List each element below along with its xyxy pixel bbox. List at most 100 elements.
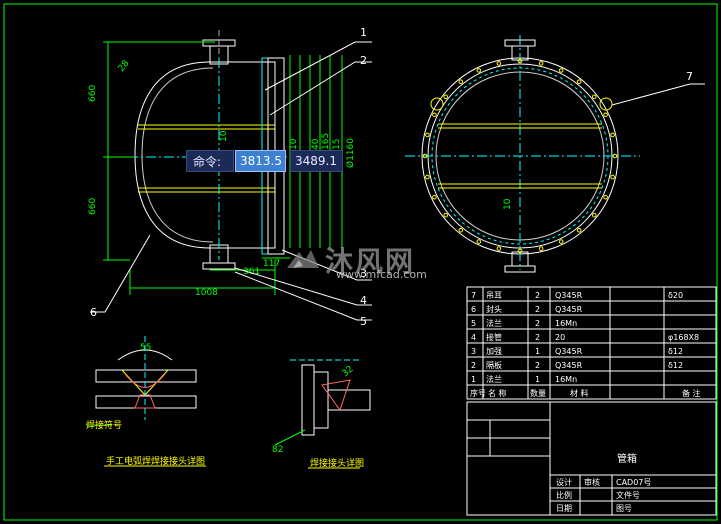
coordinate-y-input[interactable]: 3489.1 (290, 150, 343, 172)
drawing-border (3, 3, 718, 521)
bolt-hole (610, 132, 615, 138)
callout-7: 7 (686, 70, 693, 83)
tb-r3-c: 图号 (616, 504, 632, 513)
tb-r1-a: 设计 (556, 477, 572, 487)
bom-cell-qty: 2 (535, 291, 540, 300)
bom-cell-qty: 1 (535, 375, 540, 384)
bolt-hole (443, 94, 449, 100)
bolt-hole (476, 239, 482, 244)
bom-header-qty: 数量 (530, 388, 546, 398)
bolt-hole (496, 61, 502, 66)
head-outline (134, 61, 211, 249)
bolt-hole (425, 174, 430, 180)
bom-header-no: 序号 (470, 388, 486, 398)
bolt-hole (610, 174, 615, 180)
right-detail-title: 焊接接头详图 (310, 457, 364, 469)
watermark-title: 沐风网 (325, 245, 416, 278)
bom-cell-material: Q345R (555, 361, 583, 370)
dim-660-bottom: 660 (88, 198, 98, 215)
tb-r1-c: CAD07号 (616, 478, 651, 487)
bolt-hole (458, 79, 464, 84)
bolt-hole (576, 228, 582, 233)
bom-cell-no: 7 (471, 291, 476, 300)
bolt-hole (558, 68, 564, 73)
bom-header-spec: 备 注 (682, 388, 701, 398)
watermark-url: www.mfcad.com (336, 268, 427, 281)
bom-cell-material: 16Mn (555, 319, 577, 328)
dim-40: 40 (311, 138, 321, 150)
dim-117: 117 (263, 259, 280, 269)
bom-cell-spec: δ12 (668, 347, 683, 356)
bom-cell-qty: 2 (535, 333, 540, 342)
bom-cell-name: 封头 (486, 304, 502, 314)
bom-cell-spec: δ20 (668, 291, 683, 300)
bom-cell-no: 1 (471, 375, 476, 384)
callout-leaders (90, 41, 705, 321)
bom-cell-spec: φ168X8 (668, 333, 699, 342)
dim-10a: 10 (219, 130, 229, 142)
dim-1008: 1008 (195, 288, 218, 298)
bom-cell-name: 隔板 (486, 360, 502, 370)
dim-15: 15 (332, 139, 342, 150)
bom-cell-material: Q345R (555, 347, 583, 356)
dim-10c: 10 (503, 198, 513, 210)
dim-32: 32 (341, 364, 356, 379)
bom-cell-material: 16Mn (555, 375, 577, 384)
bom-table (466, 286, 717, 516)
bom-cell-name: 吊耳 (486, 291, 502, 300)
bolt-hole (517, 248, 523, 254)
side-view (405, 35, 640, 273)
dim-10b: 10 (289, 138, 299, 150)
bolt-hole (592, 94, 597, 100)
title-block-title: 管箱 (617, 452, 637, 465)
bolt-hole (432, 112, 437, 118)
watermark: 沐风网 (285, 240, 415, 280)
bolt-hole (538, 61, 544, 66)
callout-3: 3 (360, 267, 367, 280)
bom-cell-name: 加强 (486, 346, 502, 356)
bom-cell-no: 2 (471, 361, 476, 370)
watermark-logo-icon (287, 250, 319, 268)
bom-cell-qty: 2 (535, 361, 540, 370)
bolt-holes (422, 58, 618, 254)
bom-header-name: 名 称 (488, 388, 507, 398)
bom-cell-no: 3 (471, 347, 476, 356)
dim-660-top: 660 (88, 85, 98, 102)
command-prompt-label: 命令: (186, 150, 234, 172)
bom-header-material: 材 料 (570, 388, 589, 398)
left-detail-title: 手工电弧焊焊接接头详图 (106, 455, 205, 467)
bom-cell-name: 法兰 (486, 318, 502, 328)
bolt-hole (538, 246, 544, 251)
tb-r3-a: 日期 (556, 504, 572, 513)
bolt-hole (576, 79, 582, 84)
dim-165: 165 (321, 133, 331, 150)
bom-cell-material: Q345R (555, 305, 583, 314)
bom-cell-no: 5 (471, 319, 476, 328)
dim-55: 55 (140, 343, 151, 353)
tb-r1-b: 审核 (584, 477, 600, 487)
callout-1: 1 (360, 26, 367, 39)
bolt-hole (558, 239, 564, 244)
tb-r2-c: 文件号 (616, 490, 640, 500)
bolt-hole (443, 212, 449, 218)
bom-cell-material: 20 (555, 333, 565, 342)
callout-4: 4 (360, 294, 367, 307)
bolt-hole (517, 58, 523, 64)
dim-361: 361 (243, 267, 260, 277)
bolt-hole (458, 228, 464, 233)
bom-cell-no: 4 (471, 333, 476, 342)
bolt-hole (603, 112, 608, 118)
bom-cell-qty: 2 (535, 319, 540, 328)
coordinate-x-input[interactable]: 3813.5 (235, 150, 286, 172)
bolt-hole (612, 153, 618, 159)
callout-2: 2 (360, 54, 367, 67)
bolt-hole (425, 132, 430, 138)
bom-cell-spec: δ12 (668, 361, 683, 370)
weld-detail-left (86, 336, 206, 467)
bolt-hole (432, 194, 437, 200)
bom-cell-name: 法兰 (486, 374, 502, 384)
bom-cell-name: 接管 (486, 332, 502, 342)
left-detail-note: 焊接符号 (86, 419, 122, 431)
